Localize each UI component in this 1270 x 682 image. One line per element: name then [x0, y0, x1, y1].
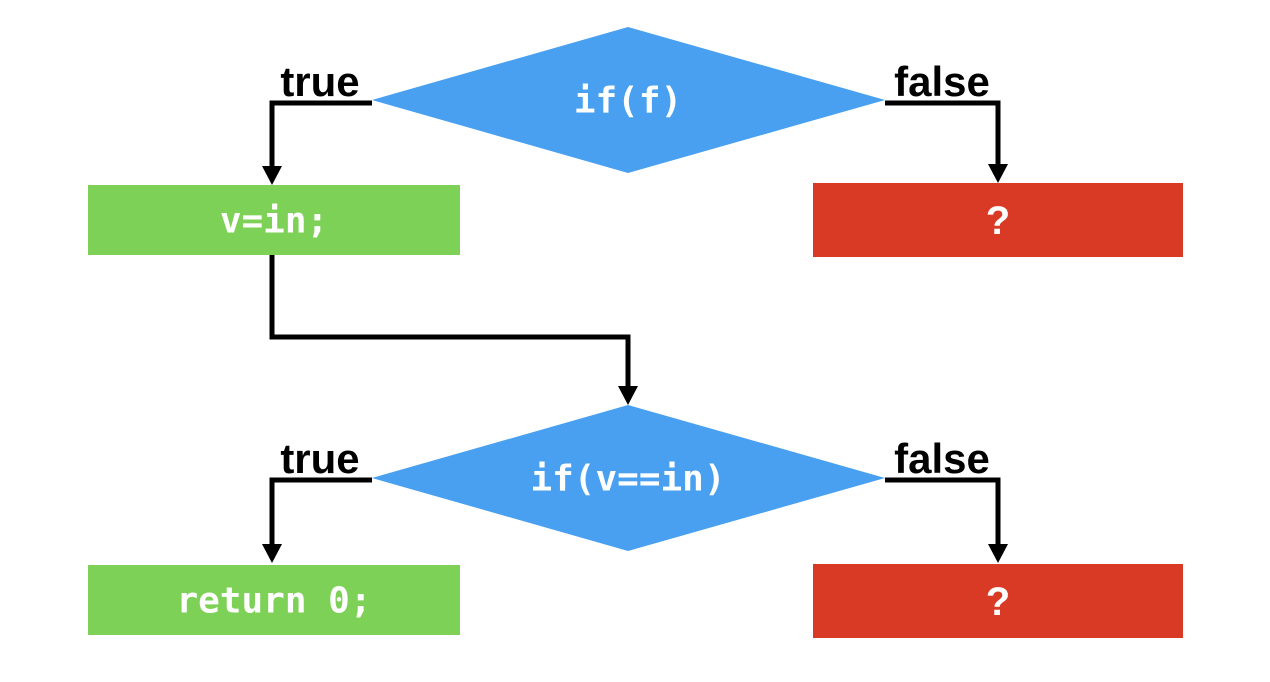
false-node-1 [813, 183, 1183, 257]
decision-diamond-1 [372, 27, 885, 173]
branch-label-false-2: false [894, 435, 990, 482]
branch-label-true-1: true [280, 58, 359, 105]
connector-decision2-true [269, 477, 372, 545]
decision-diamond-1-label: if(f) [574, 81, 682, 122]
false-node-2-label: ? [986, 580, 1010, 624]
decision-diamond-2 [372, 405, 885, 551]
false-node-1-label: ? [986, 199, 1010, 243]
true-node-2-label: return 0; [176, 581, 371, 622]
connector-decision2-false [885, 477, 1001, 545]
true-node-1 [88, 185, 460, 255]
true-node-1-label: v=in; [220, 201, 328, 242]
arrowhead-decision2-false [988, 544, 1008, 563]
false-node-2 [813, 564, 1183, 638]
branch-label-true-2: true [280, 435, 359, 482]
decision-diamond-2-label: if(v==in) [530, 459, 725, 500]
connector-truenode1-to-decision2 [269, 255, 631, 387]
arrowhead-decision1-true [262, 166, 282, 185]
connector-decision1-false [885, 100, 1001, 165]
arrowhead-decision1-false [988, 164, 1008, 183]
arrowhead-truenode1-to-decision2 [618, 386, 638, 405]
arrowhead-decision2-true [262, 544, 282, 563]
connector-decision1-true [269, 100, 372, 167]
branch-label-false-1: false [894, 58, 990, 105]
true-node-2 [88, 565, 460, 635]
